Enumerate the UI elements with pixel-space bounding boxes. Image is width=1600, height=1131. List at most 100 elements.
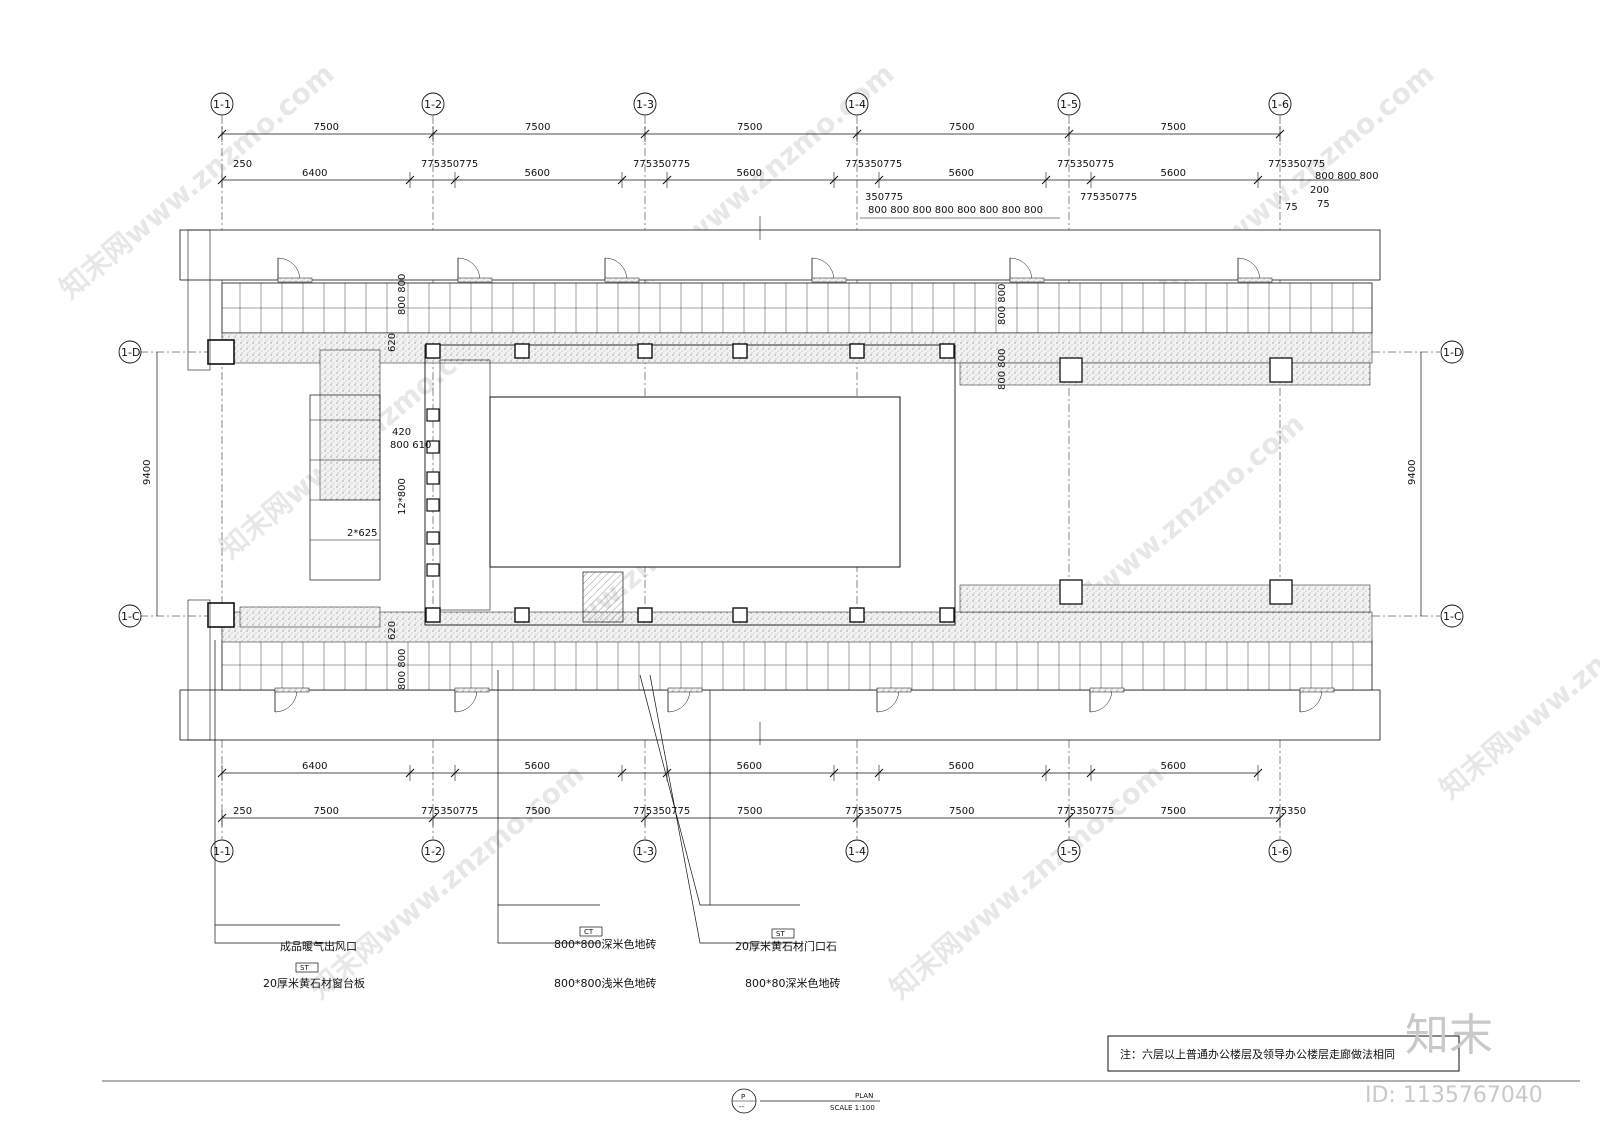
duct-column [1269,579,1293,605]
grid-label: 1-1 [213,98,231,111]
callout-leader [497,905,600,944]
structural-column [732,607,748,623]
dim-slash [1041,175,1051,185]
grid-label: 1-6 [1271,98,1289,111]
structural-column [514,607,530,623]
door-threshold [1009,277,1045,283]
dim-small-bottom: 775350775 [845,806,902,817]
structural-column [939,607,955,623]
grid-bubble [1268,839,1292,863]
structural-column [514,343,530,359]
grid-bubble [633,839,657,863]
dim-small-bottom: 775350775 [421,806,478,817]
dim-label: 6400 [302,168,327,179]
dim-small-bottom: 775350775 [1057,806,1114,817]
door-top-swing [277,257,301,281]
grid-label: 1-5 [1060,98,1078,111]
dim-slash [640,129,650,139]
title-symbol-bottom: -- [739,1103,745,1111]
top-right-corridor [959,362,1371,386]
structural-column [426,408,440,422]
callout-door-stone-tag: ST [776,930,785,938]
door-top-swing [604,257,628,281]
door-threshold [454,687,490,693]
door-bottom-swing [454,689,478,713]
dim-label: 7500 [949,122,974,133]
west-window-bottom [187,599,211,741]
dim-slash [1041,768,1051,778]
callout-light-tile: 800*800浅米色地砖 [554,976,657,990]
dim-left-v4: 420 [392,427,411,438]
watermark-text: 知末网www.znzmo.com [303,757,590,1005]
grid-label: 1-C [1443,610,1462,623]
dim-left-v7: 2*625 [347,528,377,539]
dim-slash [662,768,672,778]
structural-column [732,343,748,359]
structural-column [425,343,441,359]
door-bottom-swing [1299,689,1323,713]
dim-left-v0: 800 800 [397,274,408,315]
inner-ring [424,344,956,626]
dim-slash [874,175,884,185]
door-threshold [876,687,912,693]
dim-label: 5600 [1161,761,1186,772]
door-threshold [274,687,310,693]
bottom-right-corridor [959,584,1371,613]
structural-column [637,343,653,359]
structural-column [849,607,865,623]
dim-75b: 75 [1317,199,1330,210]
duct-column [1269,357,1293,383]
grid-bubble [1057,92,1081,116]
door-threshold [1299,687,1335,693]
watermark-id: ID: 1135767040 [1365,1083,1543,1108]
watermark-logo: 知末 [1405,1010,1493,1061]
dim-small-top: 250 [233,159,252,170]
callout-door-stone: 20厚米黄石材门口石 [735,939,837,953]
dim-small-top: 775350775 [421,159,478,170]
dim-right-v2: 800 800 [997,349,1008,390]
dim-slash [428,129,438,139]
grid-bubble [633,92,657,116]
door-threshold [604,277,640,283]
title-scale: SCALE 1:100 [830,1104,875,1112]
callout-sill: 20厚米黄石材窗台板 [263,976,365,990]
dim-label: 7500 [949,806,974,817]
grid-label: 1-C [121,610,140,623]
depth-dim-left: 9400 [142,460,153,485]
grid-bubble [118,340,142,364]
left-core-rooms [309,394,381,581]
dim-label: 7500 [525,122,550,133]
dim-small-bottom: 250 [233,806,252,817]
dim-small-top: 775350775 [845,159,902,170]
title-name: PLAN [855,1092,873,1100]
dim-label: 7500 [314,122,339,133]
dim-small-top: 775350775 [633,159,690,170]
door-threshold [1089,687,1125,693]
dim-label: 5600 [1161,168,1186,179]
dim-slash [450,175,460,185]
grid-bubble [1057,839,1081,863]
grid-label: 1-2 [424,98,442,111]
grid-label: 1-D [121,346,140,359]
dim-label: 5600 [525,168,550,179]
dim-label: 7500 [525,806,550,817]
duct-column [1059,579,1083,605]
grid-bubble [1440,340,1464,364]
structural-column [426,531,440,545]
dim-slash [450,768,460,778]
structural-column [426,498,440,512]
watermark-text: 知末网www.znzmo.com [883,757,1170,1005]
callout-leader [649,674,800,944]
callout-leader [214,925,340,944]
top-rooms-strip [179,229,1381,281]
grid-bubble [1440,604,1464,628]
grid-label: 1-3 [636,98,654,111]
top-stone-band [221,332,1373,364]
dim-slash [617,175,627,185]
dim-second-row: 775350775 [1080,192,1137,203]
dim-slash [829,768,839,778]
grid-label: 1-3 [636,845,654,858]
dim-slash [217,768,227,778]
door-top-swing [1009,257,1033,281]
